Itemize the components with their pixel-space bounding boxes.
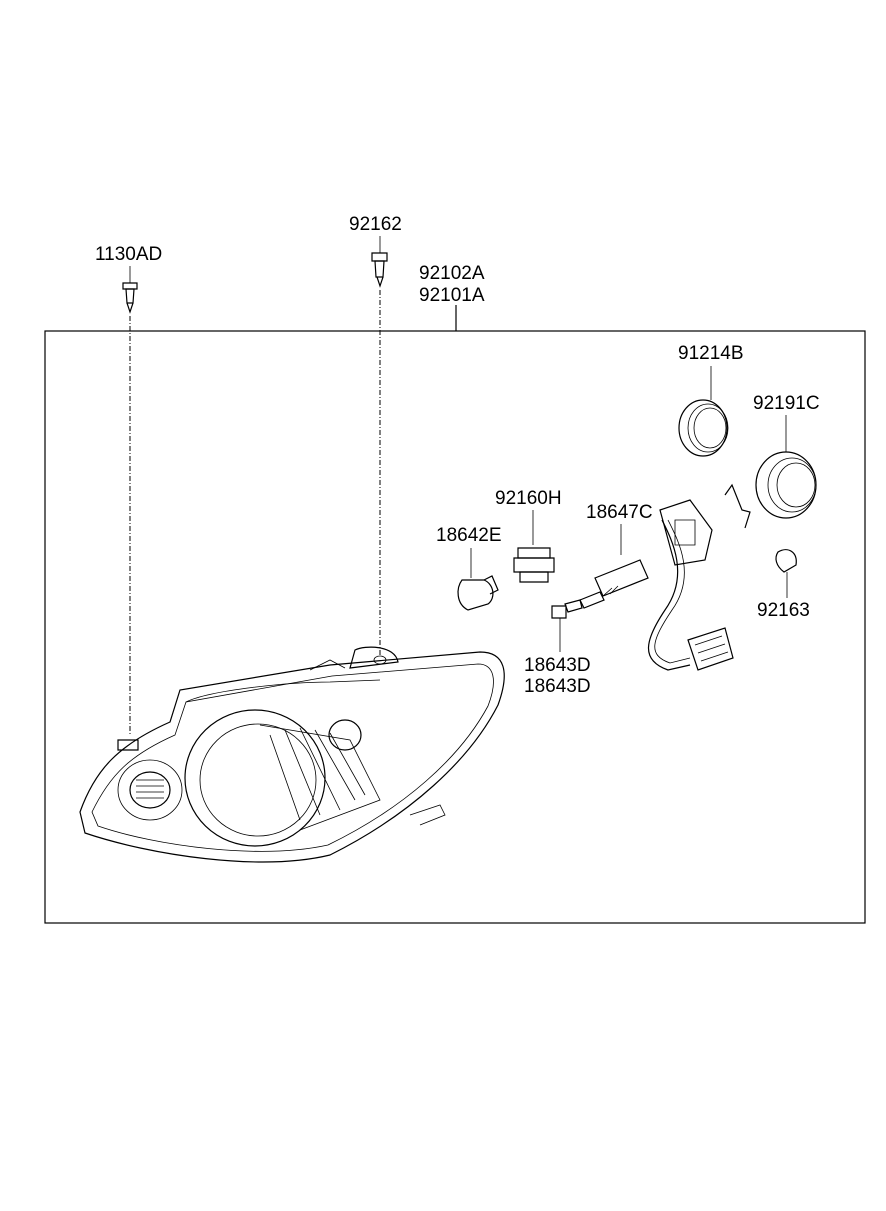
part-label-18643D-2[interactable]: 18643D	[524, 676, 591, 697]
part-label-92163[interactable]: 92163	[757, 600, 810, 621]
headlamp-assembly-icon	[79, 646, 505, 863]
dust-cap-icon	[755, 451, 817, 519]
socket-icon	[513, 547, 555, 583]
part-label-18643D-1[interactable]: 18643D	[524, 655, 591, 676]
part-label-91214B[interactable]: 91214B	[678, 343, 744, 364]
bulb-icon	[457, 575, 499, 611]
bolt-icon	[371, 236, 388, 288]
wire-harness-icon	[647, 499, 713, 671]
assembly-frame	[44, 330, 866, 924]
clip-icon	[775, 549, 797, 573]
bulb-icon	[551, 605, 567, 619]
part-label-18642E[interactable]: 18642E	[436, 525, 502, 546]
part-label-92191C[interactable]: 92191C	[753, 393, 820, 414]
bulb-icon	[564, 559, 649, 613]
part-label-1130AD[interactable]: 1130AD	[95, 244, 162, 265]
part-label-92162[interactable]: 92162	[349, 214, 402, 235]
part-label-18647C[interactable]: 18647C	[586, 502, 653, 523]
part-label-92160H[interactable]: 92160H	[495, 488, 562, 509]
wire-clip-icon	[724, 483, 751, 529]
ring-seal-icon	[678, 399, 729, 457]
screw-icon	[122, 266, 138, 314]
part-label-92101A[interactable]: 92101A	[419, 285, 485, 306]
part-label-92102A[interactable]: 92102A	[419, 263, 485, 284]
connector-icon	[687, 627, 734, 671]
